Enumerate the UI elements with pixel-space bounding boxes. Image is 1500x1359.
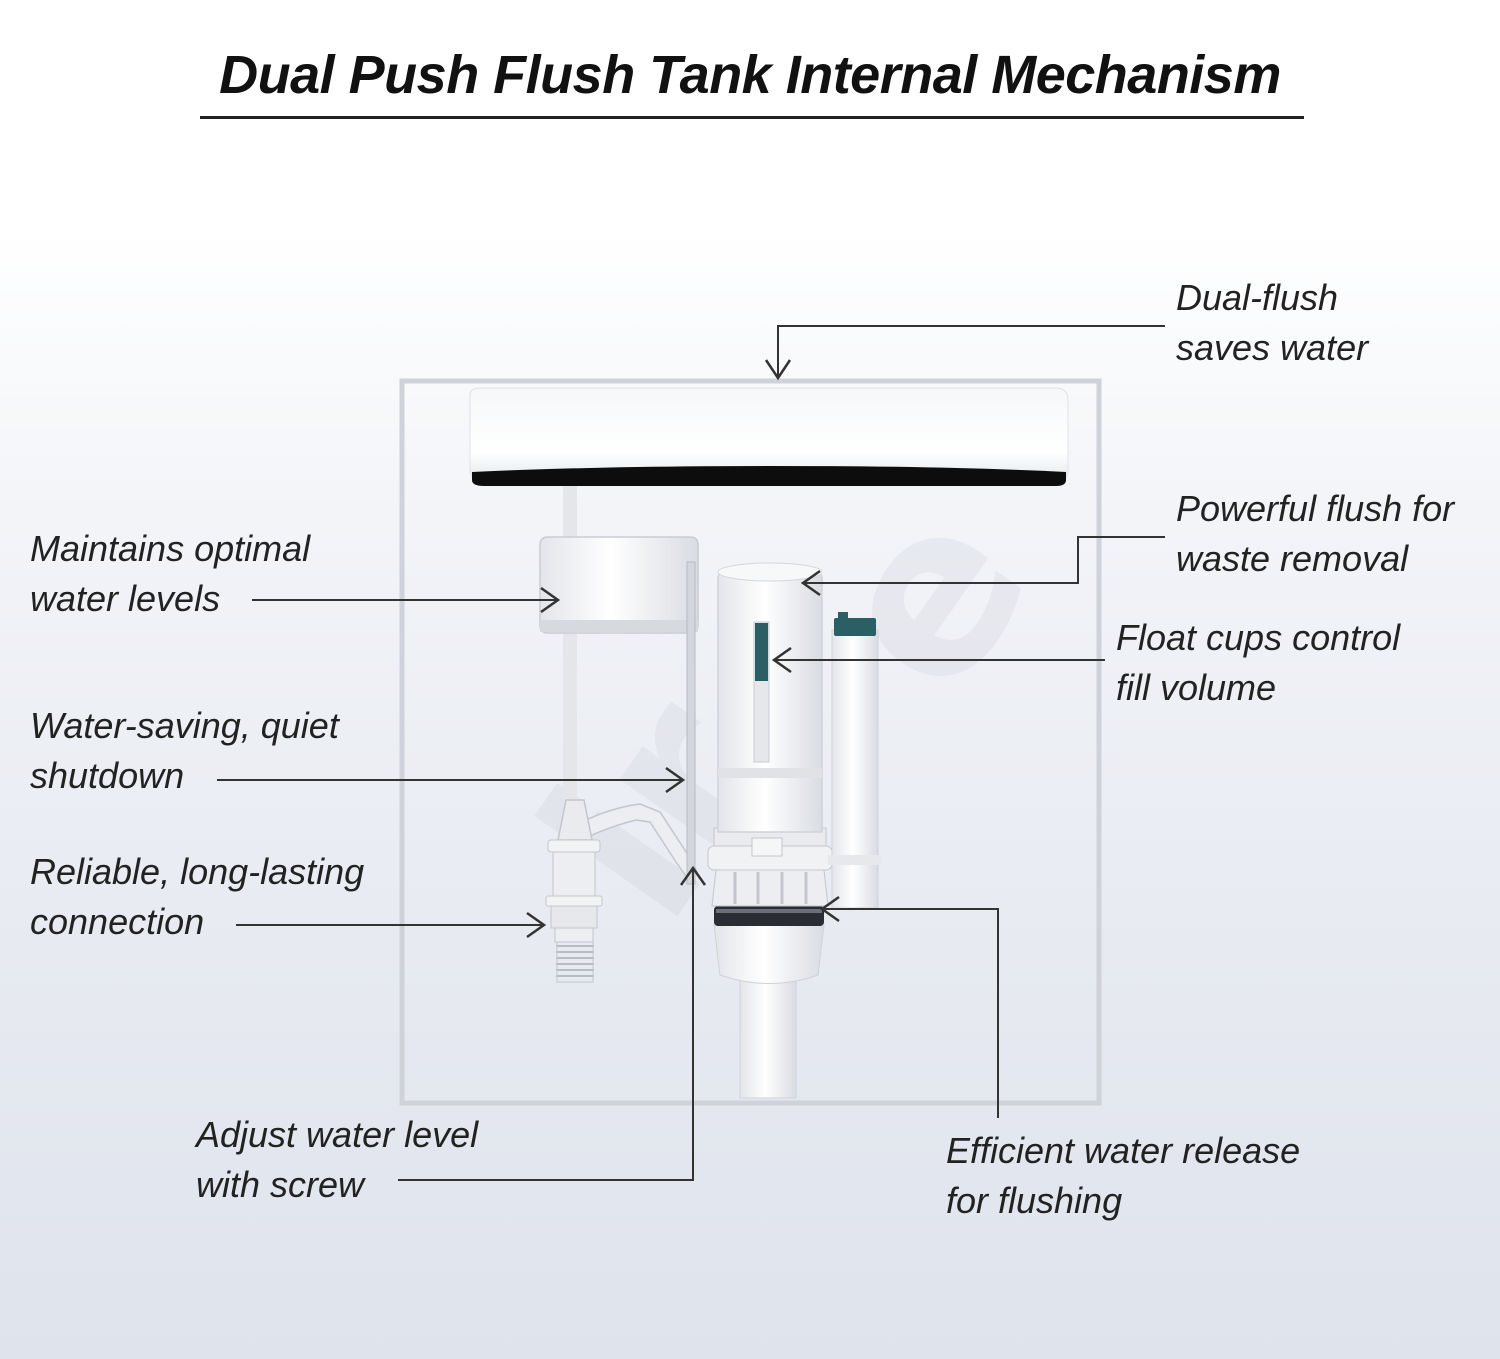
callout-connection: Reliable, long-lasting connection	[30, 847, 364, 947]
dual-push-lid	[469, 387, 1069, 486]
callout-line: Water-saving, quiet	[30, 705, 339, 746]
flush-valve	[707, 562, 882, 1099]
callout-powerful-flush: Powerful flush for waste removal	[1176, 484, 1454, 584]
float-cup-indicator	[755, 623, 768, 681]
fill-valve	[539, 486, 699, 983]
callout-line: Dual-flush	[1176, 277, 1339, 318]
callout-line: Efficient water release	[946, 1130, 1301, 1171]
callout-dual-flush: Dual-flush saves water	[1176, 273, 1368, 373]
callout-line: for flushing	[946, 1180, 1123, 1221]
title-underline	[200, 116, 1304, 119]
callout-line: Reliable, long-lasting	[30, 851, 365, 892]
diagram-title: Dual Push Flush Tank Internal Mechanism	[219, 45, 1281, 105]
callout-line: Float cups control	[1116, 617, 1401, 658]
callout-adjust-screw: Adjust water level with screw	[196, 1110, 478, 1210]
callout-line: shutdown	[30, 755, 185, 796]
callout-line: fill volume	[1116, 667, 1277, 708]
callout-line: connection	[30, 901, 205, 942]
callout-quiet-shutdown: Water-saving, quiet shutdown	[30, 701, 339, 801]
callout-float-cups: Float cups control fill volume	[1116, 613, 1400, 713]
callout-line: water levels	[30, 578, 221, 619]
callout-line: with screw	[196, 1164, 365, 1205]
lid-underside	[472, 466, 1066, 486]
adjust-screw-rod	[686, 561, 696, 885]
callout-water-release: Efficient water release for flushing	[946, 1126, 1300, 1226]
callout-line: Maintains optimal	[30, 528, 311, 569]
callout-line: Adjust water level	[196, 1114, 479, 1155]
callout-line: saves water	[1176, 327, 1369, 368]
callout-line: waste removal	[1176, 538, 1409, 579]
overflow-cap	[834, 618, 876, 636]
tank-outline	[399, 378, 1102, 1106]
callout-line: Powerful flush for	[1176, 488, 1455, 529]
leader-lines	[217, 325, 1165, 1181]
callout-water-levels: Maintains optimal water levels	[30, 524, 310, 624]
